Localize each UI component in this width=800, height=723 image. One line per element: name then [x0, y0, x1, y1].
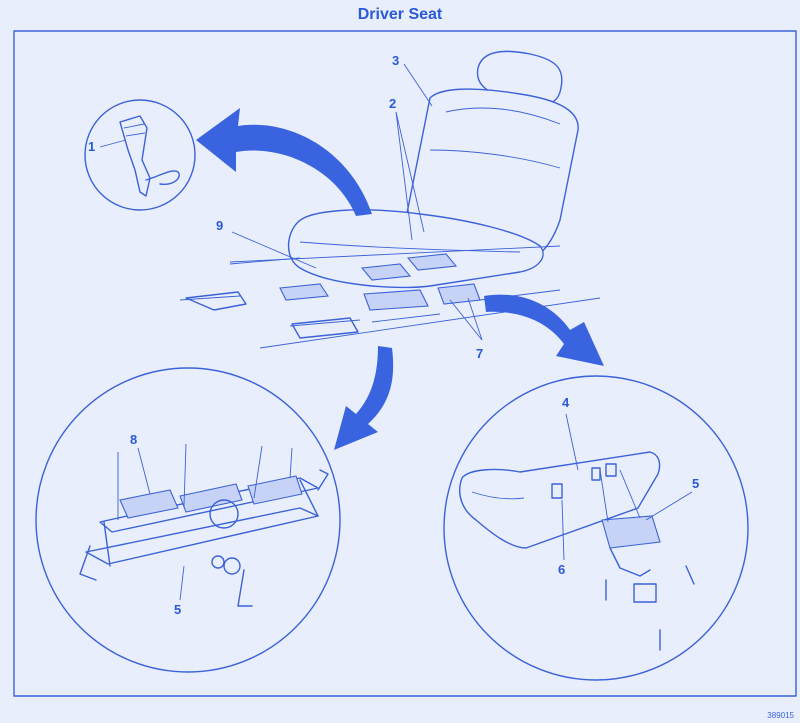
diagram-title: Driver Seat	[357, 6, 443, 23]
figure-reference: 389015	[767, 711, 794, 720]
callout-1: 1	[88, 139, 96, 154]
seat-illustration	[179, 50, 601, 349]
outer-frame	[13, 30, 797, 697]
callout-2: 2	[389, 96, 397, 111]
adjuster-detail-circle	[35, 367, 341, 673]
module-detail-circle	[443, 375, 749, 681]
callout-4: 4	[562, 395, 570, 410]
buckle-detail-circle	[84, 99, 196, 211]
leader-lines	[99, 63, 693, 601]
callout-5-left: 5	[174, 602, 182, 617]
arrow-to-buckle	[196, 108, 372, 216]
callout-5-right: 5	[692, 476, 700, 491]
callout-6: 6	[558, 562, 566, 577]
callout-9: 9	[216, 218, 224, 233]
arrow-to-adjuster	[334, 346, 394, 450]
callout-7: 7	[476, 346, 484, 361]
callout-3: 3	[392, 53, 400, 68]
arrow-to-module	[484, 294, 604, 366]
callout-8: 8	[130, 432, 138, 447]
